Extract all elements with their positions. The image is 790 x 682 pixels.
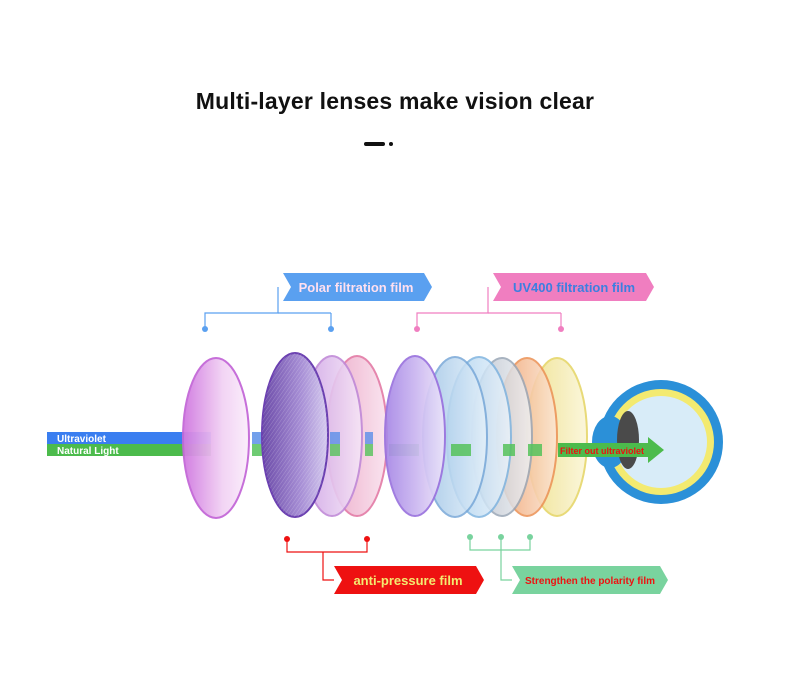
- polar-dot-1: [202, 326, 208, 332]
- beam-segment-green-7: [528, 444, 542, 456]
- anti-pressure-callout: anti-pressure film: [284, 536, 484, 594]
- beam-segment-uv-2: [330, 432, 340, 444]
- filtered-beam-arrowhead: [648, 437, 664, 463]
- polarity-callout: Strengthen the polarity film: [467, 534, 668, 594]
- polarity-connector: [469, 537, 531, 551]
- beam-segment-green-3: [365, 444, 373, 456]
- polar-label: Polar filtration film: [299, 280, 414, 295]
- beam-segment-uv-3: [365, 432, 373, 444]
- polarity-label: Strengthen the polarity film: [525, 576, 655, 587]
- polarity-label-tag: [512, 566, 668, 594]
- polarity-connector-drop: [500, 550, 512, 581]
- beam-segment-green-2: [330, 444, 340, 456]
- natural-light-beam: [47, 444, 211, 456]
- eye-inner: [615, 396, 707, 488]
- eye-illustration: [592, 380, 723, 504]
- title-underline-bar: [364, 142, 385, 146]
- ultraviolet-label: Ultraviolet: [57, 434, 107, 445]
- natural-light-label: Natural Light: [57, 446, 119, 457]
- uv400-dot-2: [558, 326, 564, 332]
- title-underline-dot: [389, 142, 393, 146]
- beam-segment-green-6: [503, 444, 515, 456]
- lens-polarized-texture: [262, 353, 328, 517]
- eye-lens: [617, 411, 639, 469]
- uv400-label: UV400 filtration film: [513, 280, 635, 295]
- uv400-connector: [416, 287, 489, 329]
- filter-out-label: Filter out ultraviolet: [560, 446, 644, 456]
- uv400-callout: UV400 filtration film: [414, 273, 654, 332]
- polar-label-tag: [283, 273, 432, 301]
- uv400-label-tag: [493, 273, 654, 301]
- anti-pressure-connector: [286, 539, 368, 553]
- page-title: Multi-layer lenses make vision clear: [195, 88, 595, 114]
- ultraviolet-beam: [47, 432, 211, 444]
- uv400-dot-1: [414, 326, 420, 332]
- filtered-beam: [558, 443, 648, 457]
- beam-segment-green-5: [451, 444, 471, 456]
- anti-pressure-label: anti-pressure film: [353, 573, 462, 588]
- anti-pressure-label-tag: [334, 566, 484, 594]
- lens-magenta: [182, 357, 250, 519]
- polar-dot-2: [328, 326, 334, 332]
- polar-connector: [204, 287, 279, 329]
- polar-callout: Polar filtration film: [202, 273, 432, 332]
- lens-violet: [384, 355, 446, 517]
- anti-pressure-connector-drop: [322, 552, 334, 581]
